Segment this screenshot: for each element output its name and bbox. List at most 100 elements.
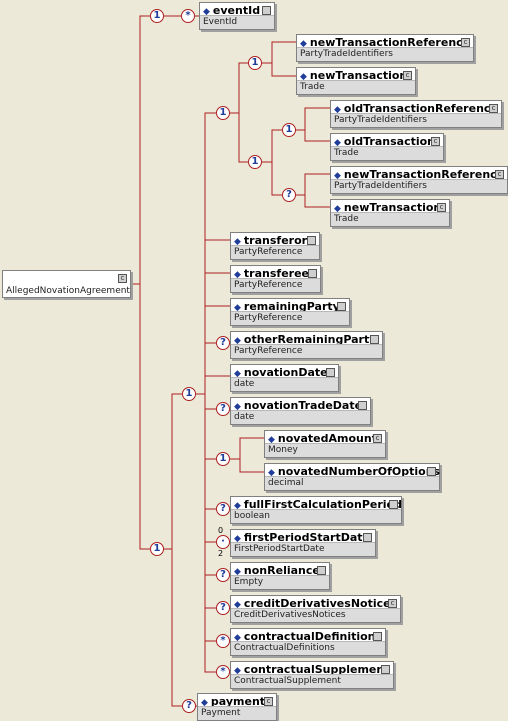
element-type: ContractualDefinitions xyxy=(231,641,385,655)
sequence-compositor-icon[interactable]: 1 xyxy=(150,542,164,556)
element-type: Trade xyxy=(331,212,449,226)
element-type: PartyTradeIdentifiers xyxy=(297,47,473,61)
element-new-transaction[interactable]: ◆newTransaction Trade c xyxy=(296,67,416,95)
element-diamond-icon: ◆ xyxy=(234,501,241,511)
element-name: newTransactionReference xyxy=(343,168,505,181)
complex-type-badge-icon: c xyxy=(373,434,382,443)
element-non-reliance[interactable]: ◆nonReliance Empty xyxy=(230,562,330,590)
element-type: CreditDerivativesNotices xyxy=(231,608,400,622)
element-name: otherRemainingParty xyxy=(243,333,377,346)
element-diamond-icon: ◆ xyxy=(234,270,241,280)
element-type: Trade xyxy=(297,80,415,94)
type-badge-icon xyxy=(363,533,372,542)
optional-occurrence-icon: ? xyxy=(216,336,230,350)
sequence-compositor-icon[interactable]: 1 xyxy=(182,387,196,401)
element-diamond-icon: ◆ xyxy=(234,237,241,247)
element-transferor[interactable]: ◆transferor PartyReference xyxy=(230,232,320,260)
element-name: novationDate xyxy=(243,366,328,379)
element-diamond-icon: ◆ xyxy=(334,204,341,214)
element-old-transaction-reference[interactable]: ◆oldTransactionReference PartyTradeIdent… xyxy=(330,100,502,128)
element-other-remaining-party[interactable]: ◆otherRemainingParty PartyReference xyxy=(230,331,383,359)
element-novated-amount[interactable]: ◆novatedAmount Money c xyxy=(264,430,386,458)
element-transferee[interactable]: ◆transferee PartyReference xyxy=(230,265,321,293)
element-name: transferee xyxy=(243,267,309,280)
element-name: eventId xyxy=(212,4,261,17)
element-name: novatedAmount xyxy=(277,432,377,445)
min-occurrence-label: 0 xyxy=(218,526,224,535)
element-diamond-icon: ◆ xyxy=(268,435,275,445)
element-type: boolean xyxy=(231,509,401,523)
max-occurrence-label: 2 xyxy=(218,549,224,558)
element-first-period-start-date[interactable]: ◆firstPeriodStartDate FirstPeriodStartDa… xyxy=(230,529,376,557)
element-old-transaction[interactable]: ◆oldTransaction Trade c xyxy=(330,133,444,161)
element-type: PartyReference xyxy=(231,344,382,358)
element-contractual-definitions[interactable]: ◆contractualDefinitions ContractualDefin… xyxy=(230,628,386,656)
element-name: newTransactionReference xyxy=(309,36,471,49)
type-badge-icon xyxy=(373,632,382,641)
type-badge-icon xyxy=(381,665,390,674)
element-name: oldTransactionReference xyxy=(343,102,498,115)
element-novated-number-of-options[interactable]: ◆novatedNumberOfOptions decimal xyxy=(264,463,440,491)
element-name: nonReliance xyxy=(243,564,320,577)
element-contractual-supplement[interactable]: ◆contractualSupplement ContractualSupple… xyxy=(230,661,394,689)
sequence-compositor-icon[interactable]: 1 xyxy=(150,9,164,23)
element-type: EventId xyxy=(200,15,274,29)
type-badge-icon xyxy=(317,566,326,575)
sequence-compositor-icon[interactable]: 1 xyxy=(248,56,262,70)
choice-compositor-icon[interactable]: 1 xyxy=(216,106,230,120)
element-payment[interactable]: ◆payment Payment c xyxy=(197,693,277,721)
element-name: novatedNumberOfOptions xyxy=(277,465,441,478)
element-name: novationTradeDate xyxy=(243,399,363,412)
choice-compositor-icon[interactable]: 1 xyxy=(216,452,230,466)
element-novation-date[interactable]: ◆novationDate date xyxy=(230,364,339,392)
element-type: PartyReference xyxy=(231,311,349,325)
element-full-first-calculation-period[interactable]: ◆fullFirstCalculationPeriod boolean xyxy=(230,496,402,524)
element-type: date xyxy=(231,410,370,424)
element-type: decimal xyxy=(265,476,439,490)
element-type: FirstPeriodStartDate xyxy=(231,542,375,556)
element-diamond-icon: ◆ xyxy=(234,369,241,379)
optional-occurrence-icon: ? xyxy=(282,188,296,202)
type-badge-icon xyxy=(370,335,379,344)
sequence-compositor-icon[interactable]: 1 xyxy=(282,123,296,137)
element-credit-derivatives-notices[interactable]: ◆creditDerivativesNotices CreditDerivati… xyxy=(230,595,401,623)
element-diamond-icon: ◆ xyxy=(300,72,307,82)
element-name: newTransaction xyxy=(343,201,442,214)
complex-type-badge-icon: c xyxy=(388,599,397,608)
type-badge-icon xyxy=(308,269,317,278)
simple-type-badge-icon xyxy=(326,368,335,377)
element-novation-trade-date[interactable]: ◆novationTradeDate date xyxy=(230,397,371,425)
optional-occurrence-icon: ? xyxy=(216,568,230,582)
element-type: Trade xyxy=(331,146,443,160)
element-type: ContractualSupplement xyxy=(231,674,393,688)
element-diamond-icon: ◆ xyxy=(234,303,241,313)
unbounded-occurrence-icon: * xyxy=(216,665,230,679)
type-badge-icon xyxy=(337,302,346,311)
range-occurrence-icon: · xyxy=(216,535,230,549)
element-diamond-icon: ◆ xyxy=(334,105,341,115)
element-diamond-icon: ◆ xyxy=(268,468,275,478)
element-name: remainingParty xyxy=(243,300,340,313)
element-new-transaction[interactable]: ◆newTransaction Trade c xyxy=(330,199,450,227)
element-new-transaction-reference[interactable]: ◆newTransactionReference PartyTradeIdent… xyxy=(330,166,508,194)
element-new-transaction-reference[interactable]: ◆newTransactionReference PartyTradeIdent… xyxy=(296,34,474,62)
element-type: Empty xyxy=(231,575,329,589)
element-diamond-icon: ◆ xyxy=(234,567,241,577)
element-remaining-party[interactable]: ◆remainingParty PartyReference xyxy=(230,298,350,326)
element-event-id[interactable]: ◆eventId EventId xyxy=(199,2,275,30)
optional-occurrence-icon: ? xyxy=(216,601,230,615)
root-element-alleged-novation-agreement[interactable]: AllegedNovationAgreement c xyxy=(2,270,131,298)
element-diamond-icon: ◆ xyxy=(334,171,341,181)
element-type: PartyReference xyxy=(231,278,320,292)
complex-type-badge-icon: c xyxy=(118,274,127,283)
unbounded-occurrence-icon: * xyxy=(216,634,230,648)
element-diamond-icon: ◆ xyxy=(201,698,208,708)
element-name: payment xyxy=(210,695,266,708)
sequence-compositor-icon[interactable]: 1 xyxy=(248,155,262,169)
element-name: transferor xyxy=(243,234,308,247)
simple-type-badge-icon xyxy=(262,6,271,15)
complex-type-badge-icon: c xyxy=(495,170,504,179)
simple-type-badge-icon xyxy=(427,467,436,476)
element-diamond-icon: ◆ xyxy=(334,138,341,148)
